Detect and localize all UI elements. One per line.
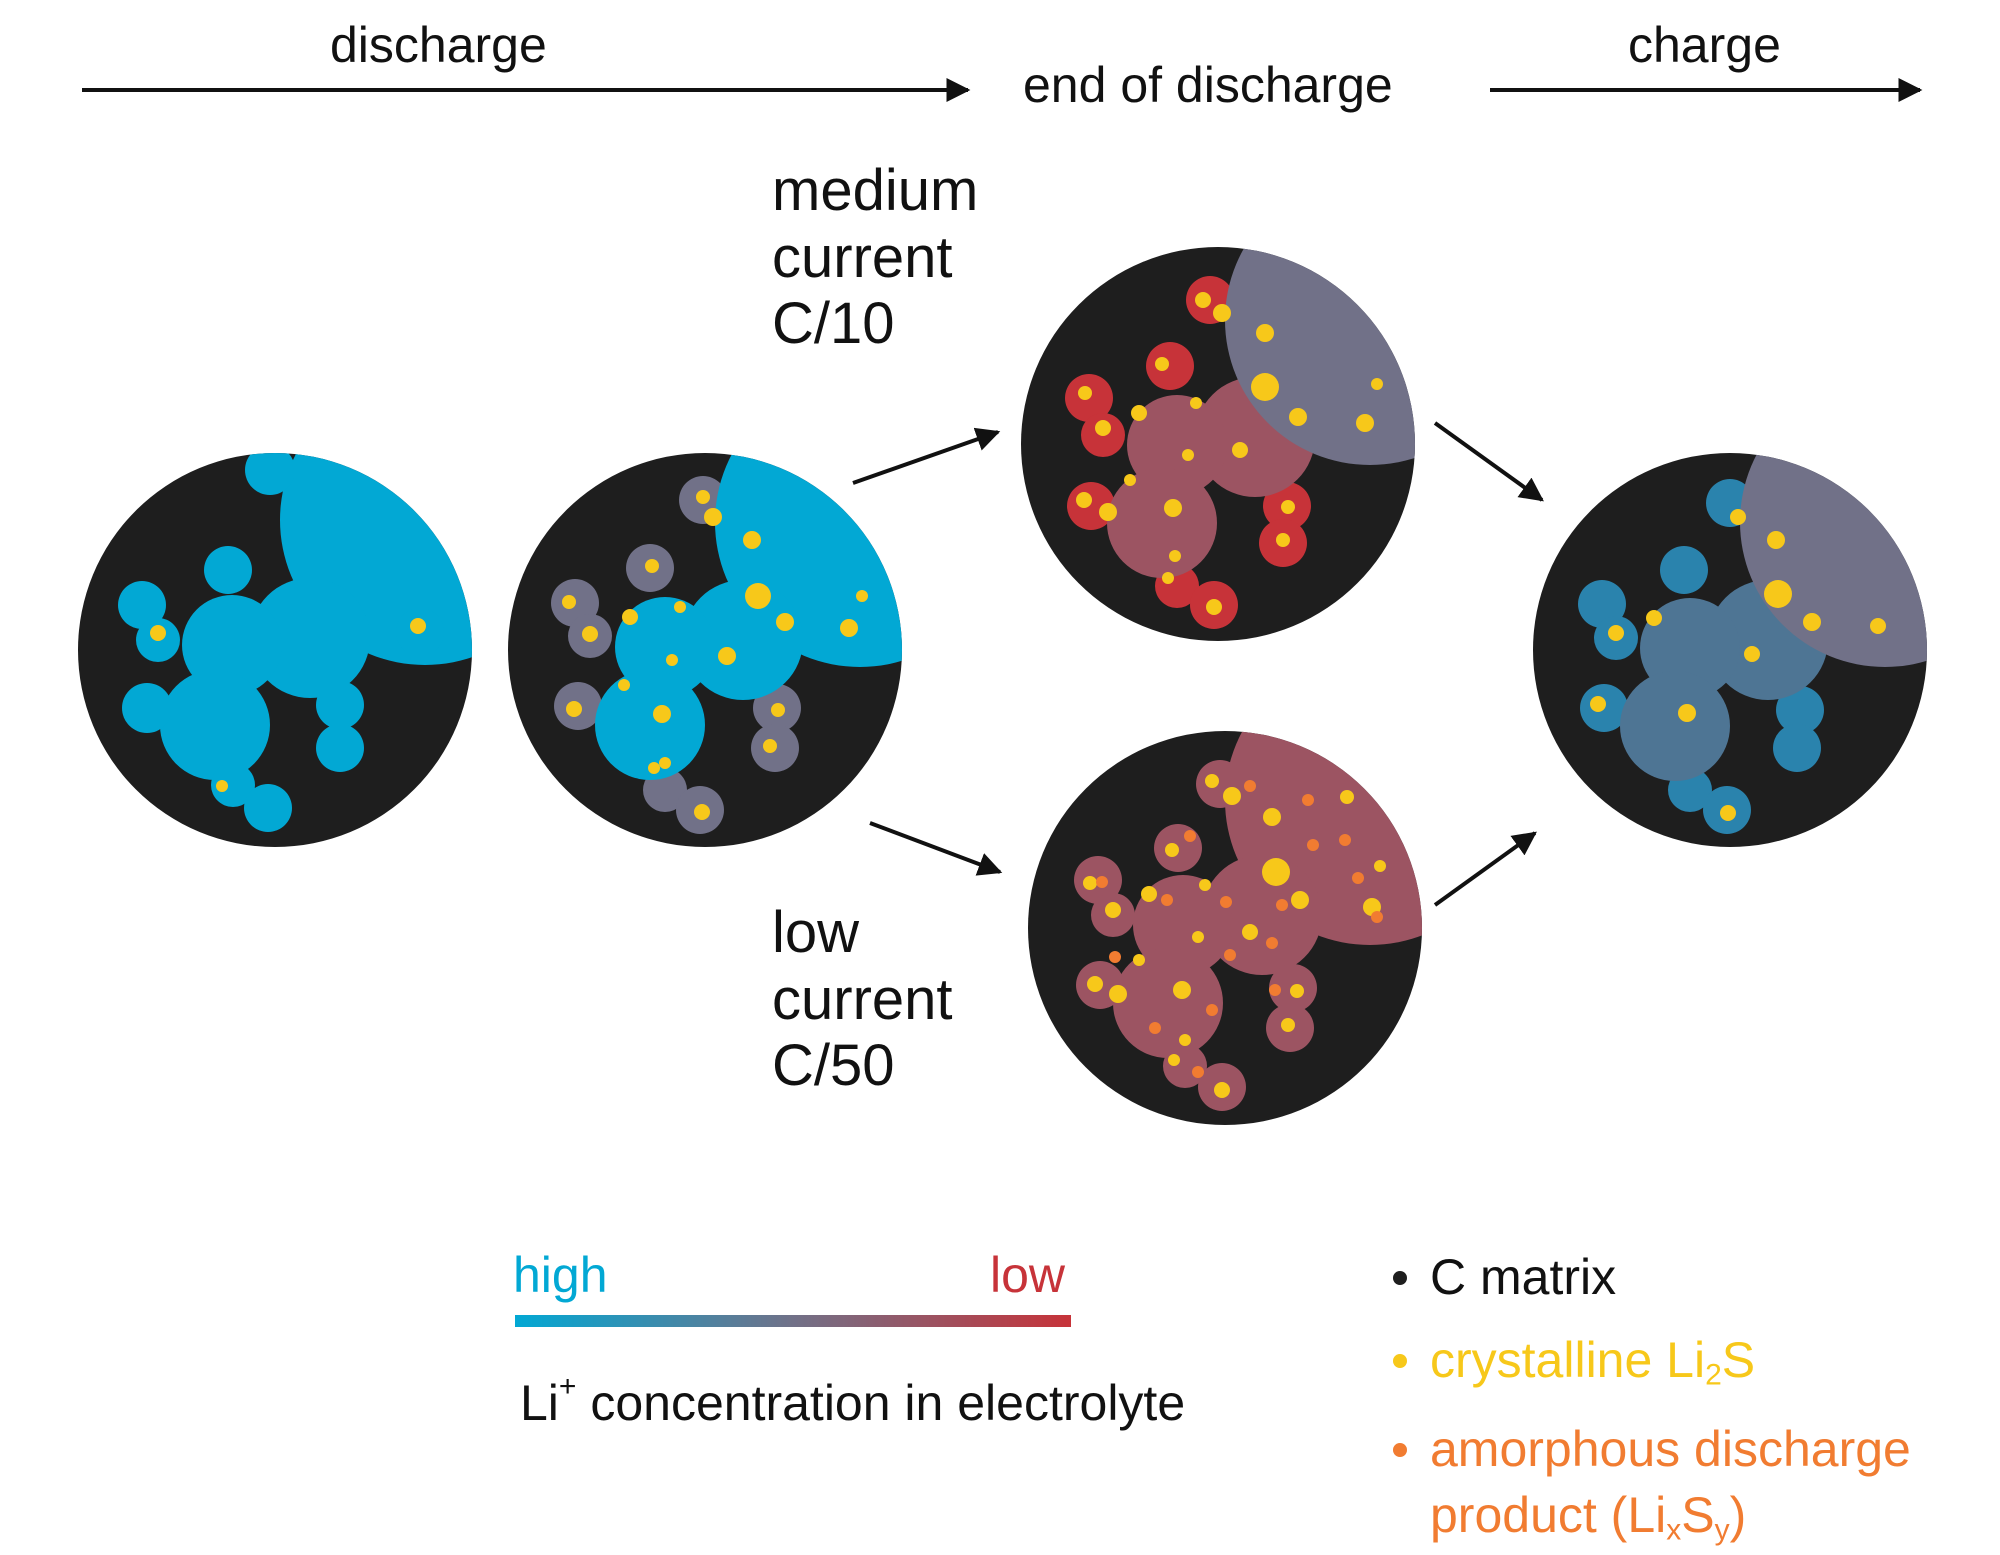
arrow-to-medium (852, 427, 1001, 485)
low-current-line1: low (772, 900, 860, 965)
amorphous-lixsy-dots (1096, 780, 1383, 1078)
low-current-label: low current C/50 (772, 900, 953, 1100)
low-current-rate: C/50 (772, 1033, 895, 1099)
crystalline-li2s-label: crystalline Li2S (1430, 1332, 1756, 1392)
amorphous-label-line1: amorphous discharge (1430, 1421, 1911, 1477)
particle-low-current (1028, 731, 1422, 1125)
amorphous-label-line2: product (LixSy) (1430, 1487, 1747, 1547)
crystalline-li2s-dots (150, 618, 426, 792)
c-matrix-label: C matrix (1430, 1249, 1617, 1305)
charge-label: charge (1628, 17, 1781, 73)
medium-current-label: medium current C/10 (772, 158, 978, 358)
crystalline-li2s-dots (1590, 509, 1886, 821)
arrow-to-low (869, 821, 1003, 876)
amorphous-bullet (1393, 1443, 1407, 1457)
small-pore-electrolyte (1578, 479, 1902, 834)
concentration-gradient-bar (515, 1315, 1071, 1327)
crystalline-li2s-dots (1076, 292, 1383, 615)
gradient-low-label: low (990, 1247, 1066, 1303)
crystalline-bullet (1393, 1354, 1407, 1368)
end-of-discharge-label: end of discharge (1023, 57, 1393, 113)
particle-charged (1533, 453, 1927, 847)
discharge-label: discharge (330, 17, 547, 73)
medium-current-rate: C/10 (772, 291, 895, 357)
medium-current-line2: current (772, 224, 953, 290)
particle-discharging (508, 453, 902, 847)
gradient-high-label: high (513, 1247, 608, 1303)
low-current-line2: current (772, 966, 953, 1032)
crystalline-li2s-dots (562, 490, 868, 820)
medium-current-line1: medium (772, 158, 979, 223)
arrow-low-to-charge (1433, 831, 1537, 907)
particle-medium-current (1021, 247, 1415, 641)
arrow-medium-to-charge (1433, 421, 1544, 502)
gradient-caption: Li+ concentration in electrolyte (520, 1370, 1186, 1431)
electrolyte-region (1074, 731, 1422, 1111)
particle-initial (78, 453, 472, 847)
c-matrix-bullet (1393, 1271, 1407, 1285)
